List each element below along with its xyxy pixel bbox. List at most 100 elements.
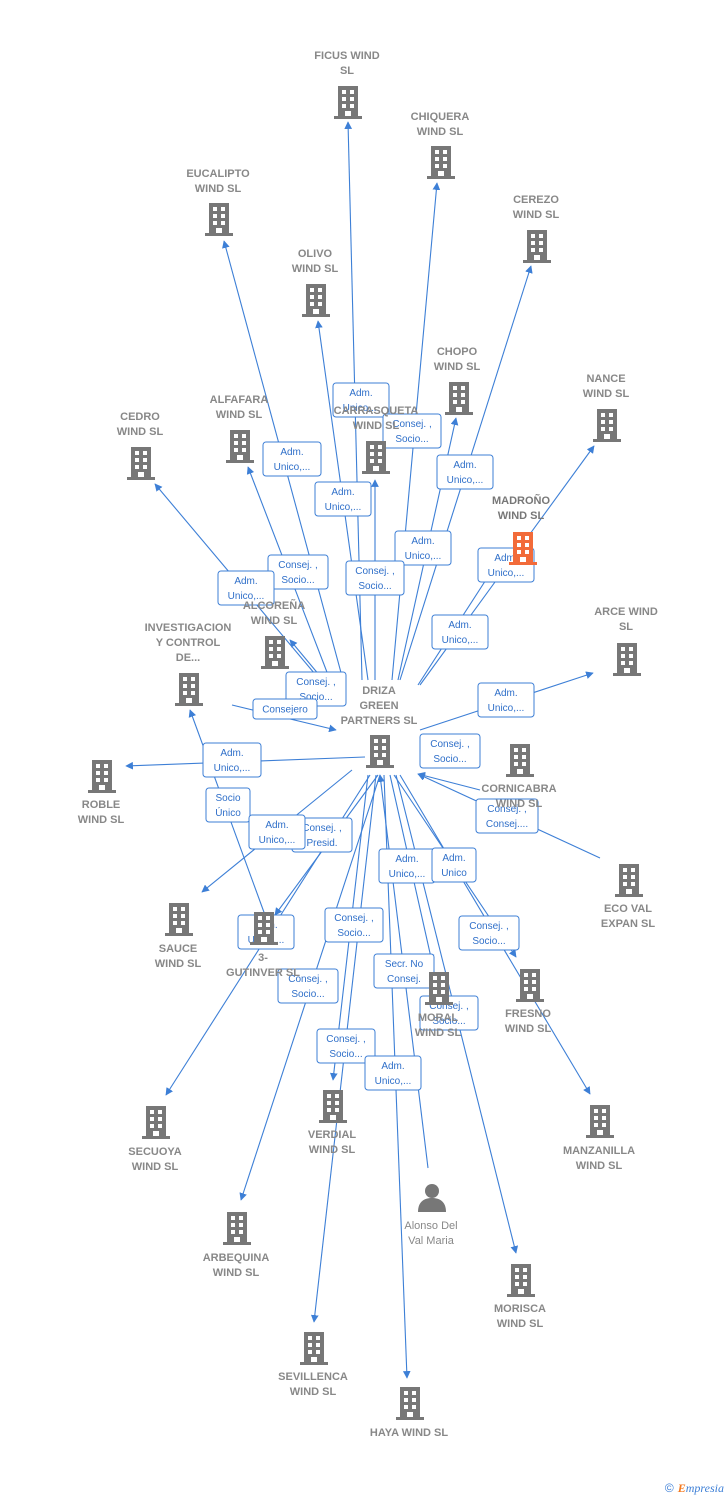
role-label[interactable]: Adm.Unico,... [378,848,436,884]
role-label[interactable]: Adm.Unico,... [332,382,390,418]
role-label[interactable]: Consej. ,Socio... [324,907,384,943]
node-label-line: MANZANILLA [563,1145,635,1157]
node-label-line: EUCALIPTO [186,168,250,180]
role-box [477,682,535,718]
role-label[interactable]: Adm.Unico,... [248,814,306,850]
role-label[interactable]: Consej. ,Socio... [382,413,442,449]
role-box [262,441,322,477]
building-icon [142,1106,170,1139]
role-label[interactable]: Consej. ,Socio... [316,1028,376,1064]
role-text: Adm. [381,1061,404,1072]
role-label[interactable]: Consej. ,Socio... [277,968,339,1004]
role-box [277,968,339,1004]
node-label-line: HAYA WIND SL [370,1427,449,1439]
node-label-line: FICUS WIND [314,50,379,62]
role-text: Adm. [411,536,434,547]
node-label-line: CHOPO [437,346,478,358]
node-label-line: FRESNO [505,1008,551,1020]
role-label[interactable]: Consejero [252,698,318,720]
role-text: Adm. [494,688,517,699]
role-label[interactable]: Adm.Unico,... [262,441,322,477]
role-text: Adm. [442,853,465,864]
role-text: Unico,... [375,1076,412,1087]
role-label[interactable]: Adm.Unico,... [394,530,452,566]
node-label-line: 3- [258,952,268,964]
role-label[interactable]: Adm.Unico,... [314,481,372,517]
role-box [431,614,489,650]
role-label[interactable]: Consej. ,Socio... [419,733,481,769]
node-label-line: ALFAFARA [210,394,269,406]
role-label[interactable]: Adm. Unico,... [436,454,494,490]
role-label[interactable]: Adm.Unico,... [217,570,275,606]
building-icon [165,903,193,936]
node-label-line: WIND SL [513,209,560,221]
role-text: Socio... [299,692,332,703]
role-label[interactable]: Consej. ,Socio... [285,671,347,707]
role-text: Unico,... [274,462,311,473]
node-fresno[interactable]: FRESNO WIND SL [505,969,552,1035]
node-label-line: GREEN [359,700,398,712]
role-text: Socio... [395,434,428,445]
role-text: Unico,... [447,475,484,486]
building-icon [506,744,534,777]
role-text: Consej. , [430,739,469,750]
role-label[interactable]: Adm.Unico,... [431,614,489,650]
building-icon [445,382,473,415]
role-label[interactable]: Adm. Unico,... [364,1055,422,1091]
node-label-line: WIND SL [505,1023,552,1035]
node-gutinver[interactable]: 3-GUTINVER SL [226,912,300,979]
role-box [419,733,481,769]
role-label[interactable]: Adm.Unico,... [477,682,535,718]
role-text: Consej. , [334,913,373,924]
node-haya[interactable]: HAYA WIND SL [370,1387,449,1439]
role-label[interactable]: Consej. ,Socio... [267,554,329,590]
node-label-line: WIND SL [583,388,630,400]
role-text: Adm. [331,487,354,498]
building-icon [516,969,544,1002]
role-box [436,454,494,490]
role-label[interactable]: Consej. ,Socio... [345,560,405,596]
role-label[interactable]: Adm.Unico,... [202,742,262,778]
role-label[interactable]: Adm.Unico [431,847,477,883]
role-label[interactable]: Consej. ,Consej.... [475,798,539,834]
node-label-line: WIND SL [117,426,164,438]
role-text: Consej. , [469,921,508,932]
brand-footer[interactable]: ©Empresia [665,1481,724,1496]
role-text: Consej. , [429,1001,468,1012]
role-text: Unico,... [228,591,265,602]
role-label[interactable]: Consej. ,Socio... [458,915,520,951]
role-text: Socio... [281,575,314,586]
building-icon [88,760,116,793]
role-text: Adm. [453,460,476,471]
role-text: Único [215,806,241,819]
